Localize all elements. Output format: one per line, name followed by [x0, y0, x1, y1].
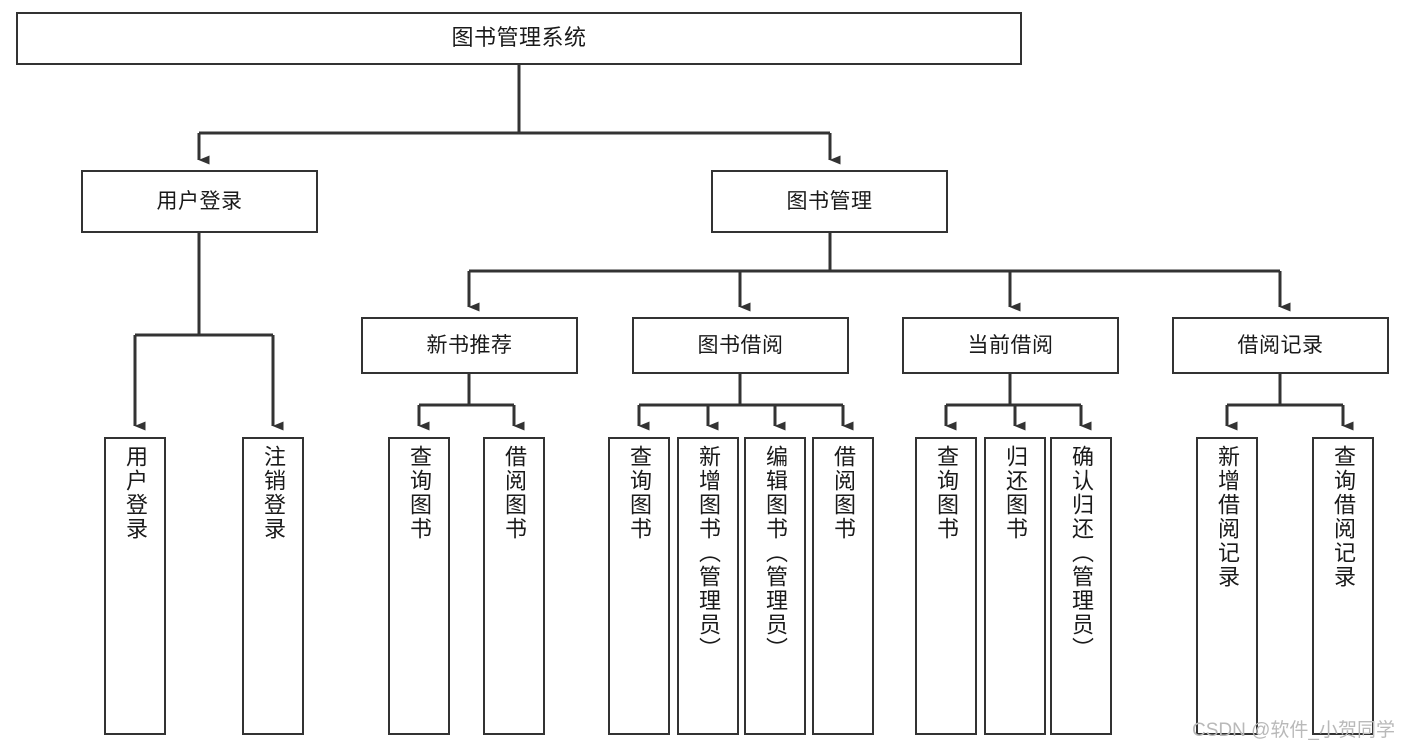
- csdn-watermark: CSDN @软件_小贺同学: [1192, 720, 1395, 741]
- node-leaf-borrow-book-a[interactable]: 借阅图书: [483, 437, 545, 735]
- node-book-management[interactable]: 图书管理: [711, 170, 948, 233]
- node-label: 归还图书: [1003, 445, 1028, 541]
- node-label: 当前借阅: [967, 333, 1054, 357]
- node-leaf-logout[interactable]: 注销登录: [242, 437, 304, 735]
- node-label: 查询图书: [934, 445, 959, 541]
- node-label: 新增借阅记录: [1215, 445, 1240, 589]
- node-leaf-query-book-a[interactable]: 查询图书: [388, 437, 450, 735]
- node-new-book-recommendation[interactable]: 新书推荐: [361, 317, 578, 374]
- node-label: 确认归还（管理员）: [1069, 445, 1094, 661]
- node-leaf-query-book-c[interactable]: 查询图书: [915, 437, 977, 735]
- node-leaf-borrow-book-b[interactable]: 借阅图书: [812, 437, 874, 735]
- node-label: 查询图书: [407, 445, 432, 541]
- node-leaf-return-book[interactable]: 归还图书: [984, 437, 1046, 735]
- node-leaf-query-book-b[interactable]: 查询图书: [608, 437, 670, 735]
- node-leaf-query-borrow-record[interactable]: 查询借阅记录: [1312, 437, 1374, 735]
- node-leaf-confirm-return[interactable]: 确认归还（管理员）: [1050, 437, 1112, 735]
- node-label: 借阅图书: [502, 445, 527, 541]
- node-current-borrow[interactable]: 当前借阅: [902, 317, 1119, 374]
- node-label: 查询借阅记录: [1331, 445, 1356, 589]
- node-leaf-edit-book[interactable]: 编辑图书（管理员）: [744, 437, 806, 735]
- node-label: 用户登录: [156, 189, 243, 213]
- node-label: 图书管理系统: [451, 25, 587, 51]
- node-label: 图书管理: [786, 189, 873, 213]
- node-leaf-user-login[interactable]: 用户登录: [104, 437, 166, 735]
- node-borrow-record[interactable]: 借阅记录: [1172, 317, 1389, 374]
- node-label: 借阅记录: [1237, 333, 1324, 357]
- node-leaf-add-book[interactable]: 新增图书（管理员）: [677, 437, 739, 735]
- edge-new-book-rec-to-leaves: [417, 374, 525, 431]
- edge-user-login-to-leaves: [133, 233, 284, 431]
- edge-book-borrow-to-leaves: [637, 374, 854, 431]
- node-leaf-add-borrow-record[interactable]: 新增借阅记录: [1196, 437, 1258, 735]
- edge-borrow-record-to-leaves: [1225, 374, 1354, 431]
- node-label: 新书推荐: [426, 333, 513, 357]
- node-label: 查询图书: [627, 445, 652, 541]
- node-label: 图书借阅: [697, 333, 784, 357]
- node-user-login[interactable]: 用户登录: [81, 170, 318, 233]
- node-root-system[interactable]: 图书管理系统: [16, 12, 1022, 65]
- node-label: 用户登录: [123, 445, 148, 541]
- edge-current-borrow-to-leaves: [944, 374, 1092, 431]
- node-book-borrow[interactable]: 图书借阅: [632, 317, 849, 374]
- node-label: 新增图书（管理员）: [696, 445, 721, 661]
- node-label: 借阅图书: [831, 445, 856, 541]
- edge-root-to-level2: [197, 65, 841, 165]
- edge-book-mgmt-to-level3: [467, 233, 1291, 312]
- node-label: 注销登录: [261, 445, 286, 541]
- node-label: 编辑图书（管理员）: [763, 445, 788, 661]
